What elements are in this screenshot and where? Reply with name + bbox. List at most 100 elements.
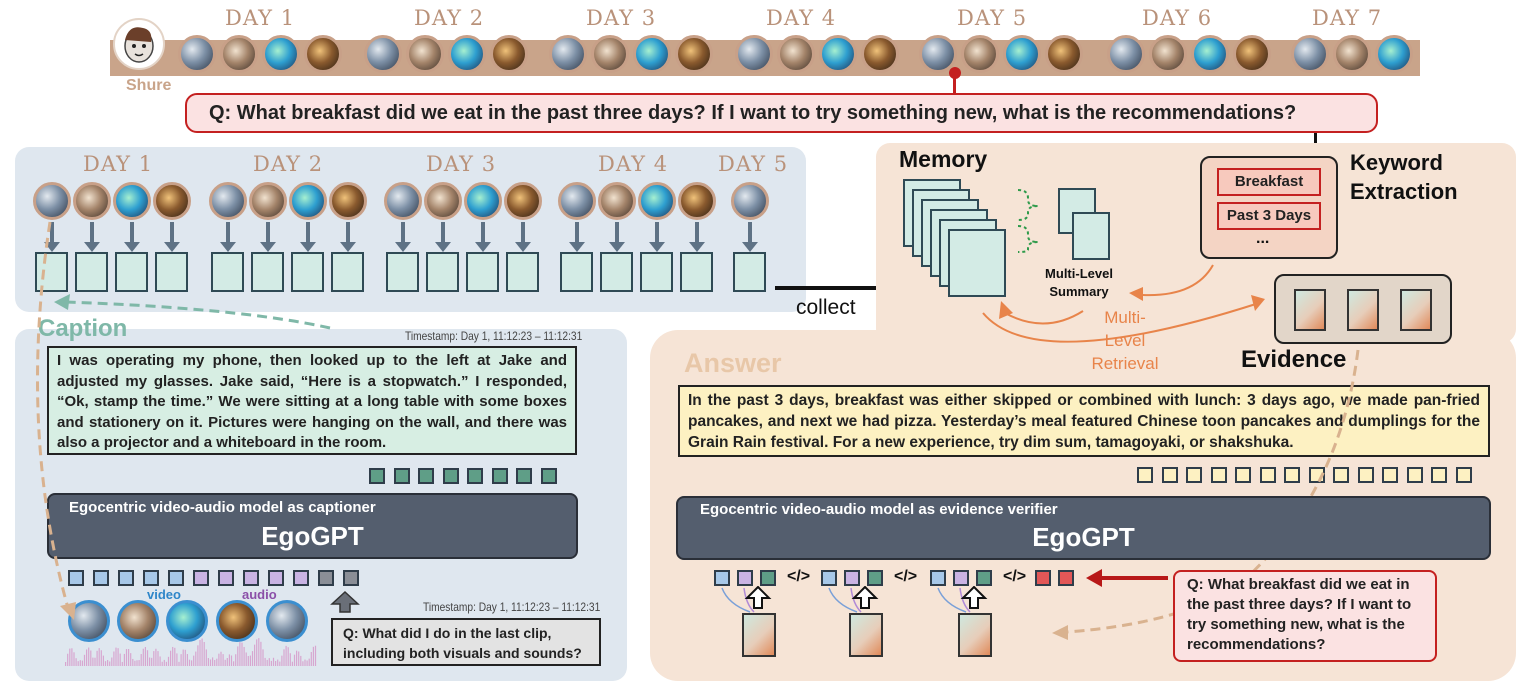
panel-frame (289, 182, 327, 220)
waveform-bar (214, 659, 216, 666)
panel-day-4: DAY 4 (598, 152, 669, 176)
waveform-bar (161, 661, 163, 666)
waveform-bar (314, 645, 317, 666)
input-token (168, 570, 184, 586)
panel-frame (598, 182, 636, 220)
waveform-bar (130, 653, 132, 666)
frame-down-arrow (164, 222, 180, 252)
keyword-past-days-text: Past 3 Days (1226, 207, 1312, 224)
retrieval-label: Multi-Level Retrieval (1091, 308, 1159, 373)
answer-label: Answer (684, 348, 782, 378)
answer-token (1333, 467, 1349, 483)
keyword-breakfast: Breakfast (1217, 168, 1321, 196)
waveform-bar (300, 655, 302, 666)
waveform-bar (212, 657, 214, 666)
waveform-bar (157, 651, 159, 666)
waveform-bar (123, 653, 125, 666)
panel-frame (504, 182, 542, 220)
timeline-frame (406, 35, 444, 73)
waveform-bar (230, 655, 233, 666)
waveform-bar (209, 659, 212, 666)
video-frame (166, 600, 208, 642)
panel-frame (153, 182, 191, 220)
timeline-frame (861, 35, 899, 73)
waveform-bar (174, 647, 176, 666)
collect-arrow-line (775, 286, 895, 290)
question-arrow-line (1314, 133, 1317, 147)
panel-day-5: DAY 5 (718, 152, 789, 176)
marker-line (953, 78, 956, 94)
caption-token (540, 468, 557, 484)
waveform-bar (125, 649, 128, 666)
caption-slot (291, 252, 324, 292)
waveform-bar (172, 646, 174, 666)
answer-text: In the past 3 days, breakfast was either… (688, 392, 1480, 451)
waveform-bar (287, 647, 289, 666)
waveform-bar (224, 659, 226, 666)
waveform-bar (266, 659, 268, 666)
waveform-bar (140, 654, 142, 666)
waveform-bar (163, 659, 165, 666)
verifier-question-arrow-head (1086, 569, 1102, 587)
answer-token (1406, 467, 1423, 483)
verifier-token (953, 570, 969, 586)
timeline-frame (490, 35, 528, 73)
waveform-bar (289, 653, 291, 666)
caption-slot (506, 252, 539, 292)
waveform-bar (144, 646, 146, 666)
timeline-frame (1045, 35, 1083, 73)
waveform-bar (249, 655, 251, 666)
frame-down-arrow (300, 222, 316, 252)
timeline-day-4: DAY 4 (766, 6, 837, 30)
waveform-bar (121, 661, 123, 666)
waveform-bar (283, 649, 285, 666)
waveform-bar (65, 662, 67, 666)
waveform-bar (241, 642, 243, 666)
summary-braces (1017, 189, 1039, 253)
waveform-bar (195, 651, 197, 666)
waveform-bar (205, 649, 207, 666)
timeline-frame (1149, 35, 1187, 73)
waveform-bar (285, 645, 287, 666)
timeline-frame (1375, 35, 1413, 73)
caption-slot (35, 252, 68, 292)
waveform-bar (245, 652, 247, 666)
waveform-bar (128, 649, 130, 666)
keyword-more: ... (1256, 230, 1270, 247)
waveform-bar (75, 658, 77, 666)
panel-frame (424, 182, 462, 220)
query-up-arrow (330, 590, 360, 613)
caption-token (369, 468, 385, 484)
audio-waveform (65, 638, 317, 666)
question-box: Q: What breakfast did we eat in the past… (185, 93, 1378, 133)
caption-box: I was operating my phone, then looked up… (47, 346, 577, 455)
frame-down-arrow (395, 222, 411, 252)
timeline-day-7: DAY 7 (1312, 6, 1383, 30)
caption-label: Caption (38, 315, 128, 342)
waveform-bar (167, 656, 170, 666)
evidence-card-1 (1294, 289, 1326, 331)
frame-down-arrow (435, 222, 451, 252)
timeline-frame (819, 35, 857, 73)
waveform-bar (104, 661, 107, 666)
answer-token (1210, 467, 1227, 483)
caption-token (442, 468, 459, 484)
answer-token (1137, 467, 1153, 483)
timeline-frame (735, 35, 773, 73)
waveform-bar (279, 661, 281, 666)
waveform-bar (146, 650, 149, 666)
timeline-frame (633, 35, 671, 73)
answer-token (1357, 467, 1374, 483)
waveform-bar (281, 655, 283, 666)
waveform-bar (199, 640, 201, 666)
waveform-bar (186, 654, 188, 666)
verifier-token (976, 570, 992, 586)
summary-card-front (1072, 212, 1110, 260)
timeline-frame (364, 35, 402, 73)
panel-day-2: DAY 2 (253, 152, 324, 176)
waveform-bar (193, 655, 195, 666)
frame-down-arrow (44, 222, 60, 252)
waveform-bar (142, 648, 144, 666)
separator-tag: </> (894, 568, 918, 585)
timeline-frame (262, 35, 300, 73)
